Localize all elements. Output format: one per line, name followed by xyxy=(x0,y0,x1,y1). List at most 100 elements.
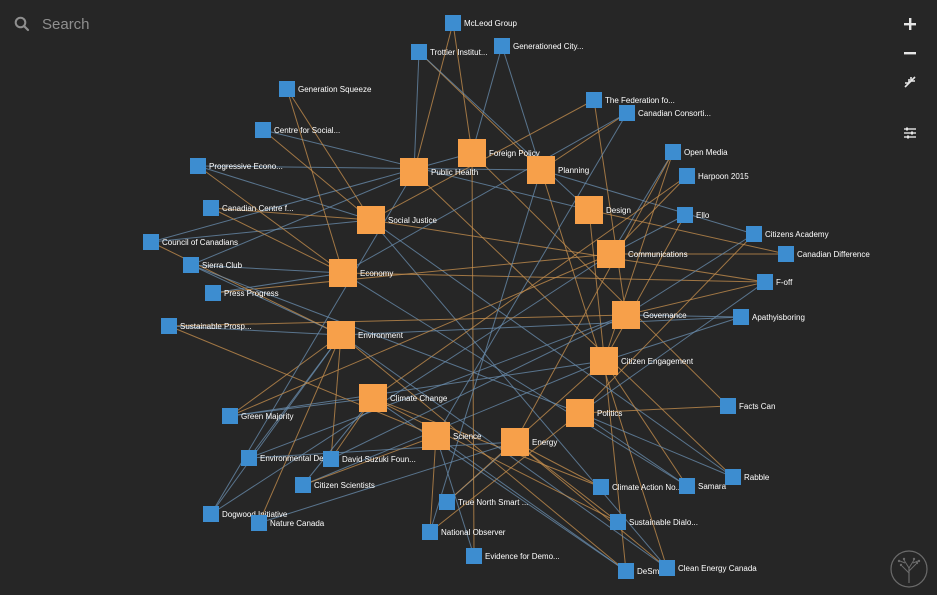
org-node-square[interactable] xyxy=(593,479,609,495)
topic-node-square[interactable] xyxy=(359,384,387,412)
org-node-progressive-econo[interactable]: Progressive Econo... xyxy=(190,158,283,174)
org-node-square[interactable] xyxy=(725,469,741,485)
org-node-square[interactable] xyxy=(222,408,238,424)
org-node-square[interactable] xyxy=(323,451,339,467)
org-node-square[interactable] xyxy=(679,478,695,494)
topic-node-square[interactable] xyxy=(329,259,357,287)
org-node-sustainable-dialo[interactable]: Sustainable Dialo... xyxy=(610,514,698,530)
org-node-sierra-club[interactable]: Sierra Club xyxy=(183,257,243,273)
org-node-square[interactable] xyxy=(203,506,219,522)
org-node-square[interactable] xyxy=(494,38,510,54)
topic-node-square[interactable] xyxy=(357,206,385,234)
search-placeholder[interactable]: Search xyxy=(42,15,90,33)
org-node-canadian-difference[interactable]: Canadian Difference xyxy=(778,246,870,262)
org-node-desmog[interactable]: DeSmog xyxy=(618,563,668,579)
search-bar[interactable]: Search xyxy=(14,12,90,36)
topic-node-square[interactable] xyxy=(566,399,594,427)
org-node-rabble[interactable]: Rabble xyxy=(725,469,770,485)
collapse-button[interactable] xyxy=(899,73,921,95)
org-node-square[interactable] xyxy=(665,144,681,160)
org-node-generationed-city[interactable]: Generationed City... xyxy=(494,38,584,54)
org-node-nature-canada[interactable]: Nature Canada xyxy=(251,515,325,531)
topic-node-square[interactable] xyxy=(400,158,428,186)
topic-node-governance[interactable]: Governance xyxy=(612,301,687,329)
org-node-harpoon-2015[interactable]: Harpoon 2015 xyxy=(679,168,749,184)
topic-node-square[interactable] xyxy=(597,240,625,268)
org-node-square[interactable] xyxy=(279,81,295,97)
topic-node-planning[interactable]: Planning xyxy=(527,156,589,184)
org-node-square[interactable] xyxy=(295,477,311,493)
topic-node-science[interactable]: Science xyxy=(422,422,482,450)
topic-node-square[interactable] xyxy=(612,301,640,329)
org-node-evidence-for-demo[interactable]: Evidence for Demo... xyxy=(466,548,560,564)
org-node-square[interactable] xyxy=(619,105,635,121)
org-node-square[interactable] xyxy=(411,44,427,60)
org-node-square[interactable] xyxy=(241,450,257,466)
org-node-square[interactable] xyxy=(422,524,438,540)
org-node-environmental-def[interactable]: Environmental Def... xyxy=(241,450,332,466)
org-node-ello[interactable]: Ello xyxy=(677,207,710,223)
settings-button[interactable] xyxy=(899,124,921,146)
org-node-open-media[interactable]: Open Media xyxy=(665,144,728,160)
topic-node-communications[interactable]: Communications xyxy=(597,240,688,268)
org-node-square[interactable] xyxy=(183,257,199,273)
org-node-square[interactable] xyxy=(659,560,675,576)
topic-node-climate-change[interactable]: Climate Change xyxy=(359,384,448,412)
topic-node-square[interactable] xyxy=(327,321,355,349)
org-node-press-progress[interactable]: Press Progress xyxy=(205,285,279,301)
topic-node-public-health[interactable]: Public Health xyxy=(400,158,478,186)
org-node-mcleod-group[interactable]: McLeod Group xyxy=(445,15,517,31)
org-node-square[interactable] xyxy=(161,318,177,334)
org-node-citizen-scientists[interactable]: Citizen Scientists xyxy=(295,477,375,493)
topic-node-design[interactable]: Design xyxy=(575,196,631,224)
org-node-square[interactable] xyxy=(190,158,206,174)
org-node-true-north-smart[interactable]: True North Smart ... xyxy=(439,494,528,510)
topic-node-social-justice[interactable]: Social Justice xyxy=(357,206,437,234)
topic-node-square[interactable] xyxy=(527,156,555,184)
org-node-samara[interactable]: Samara xyxy=(679,478,727,494)
topic-node-square[interactable] xyxy=(575,196,603,224)
topic-node-square[interactable] xyxy=(501,428,529,456)
org-node-canadian-centre-f[interactable]: Canadian Centre f... xyxy=(203,200,294,216)
org-node-square[interactable] xyxy=(586,92,602,108)
org-node-national-observer[interactable]: National Observer xyxy=(422,524,506,540)
topic-node-foreign-policy[interactable]: Foreign Policy xyxy=(458,139,540,167)
topic-node-politics[interactable]: Politics xyxy=(566,399,622,427)
topic-node-environment[interactable]: Environment xyxy=(327,321,404,349)
org-node-square[interactable] xyxy=(255,122,271,138)
org-node-sustainable-prosp[interactable]: Sustainable Prosp... xyxy=(161,318,252,334)
org-node-square[interactable] xyxy=(757,274,773,290)
org-node-the-federation-fo[interactable]: The Federation fo... xyxy=(586,92,675,108)
org-node-square[interactable] xyxy=(618,563,634,579)
org-node-centre-for-social[interactable]: Centre for Social... xyxy=(255,122,340,138)
org-node-trottier-institut[interactable]: Trottier Institut... xyxy=(411,44,488,60)
org-node-apathyisboring[interactable]: Apathyisboring xyxy=(733,309,805,325)
org-node-green-majority[interactable]: Green Majority xyxy=(222,408,293,424)
topic-node-energy[interactable]: Energy xyxy=(501,428,557,456)
topic-node-square[interactable] xyxy=(590,347,618,375)
topic-node-economy[interactable]: Economy xyxy=(329,259,393,287)
org-node-square[interactable] xyxy=(733,309,749,325)
org-node-square[interactable] xyxy=(205,285,221,301)
org-node-square[interactable] xyxy=(720,398,736,414)
org-node-square[interactable] xyxy=(445,15,461,31)
org-node-dogwood-initiative[interactable]: Dogwood Initiative xyxy=(203,506,288,522)
org-node-square[interactable] xyxy=(251,515,267,531)
org-node-facts-can[interactable]: Facts Can xyxy=(720,398,775,414)
org-node-council-of-canadians[interactable]: Council of Canadians xyxy=(143,234,238,250)
org-node-square[interactable] xyxy=(610,514,626,530)
org-node-f-off[interactable]: F-off xyxy=(757,274,793,290)
zoom-in-button[interactable] xyxy=(899,15,921,37)
search-icon[interactable] xyxy=(14,16,30,32)
org-node-generation-squeeze[interactable]: Generation Squeeze xyxy=(279,81,372,97)
zoom-out-button[interactable] xyxy=(899,44,921,66)
org-node-david-suzuki-foun[interactable]: David Suzuki Foun... xyxy=(323,451,416,467)
org-node-square[interactable] xyxy=(778,246,794,262)
topic-node-citizen-engagement[interactable]: Citizen Engagement xyxy=(590,347,694,375)
org-node-square[interactable] xyxy=(466,548,482,564)
org-node-square[interactable] xyxy=(679,168,695,184)
org-node-square[interactable] xyxy=(439,494,455,510)
org-node-canadian-consorti[interactable]: Canadian Consorti... xyxy=(619,105,711,121)
org-node-square[interactable] xyxy=(746,226,762,242)
